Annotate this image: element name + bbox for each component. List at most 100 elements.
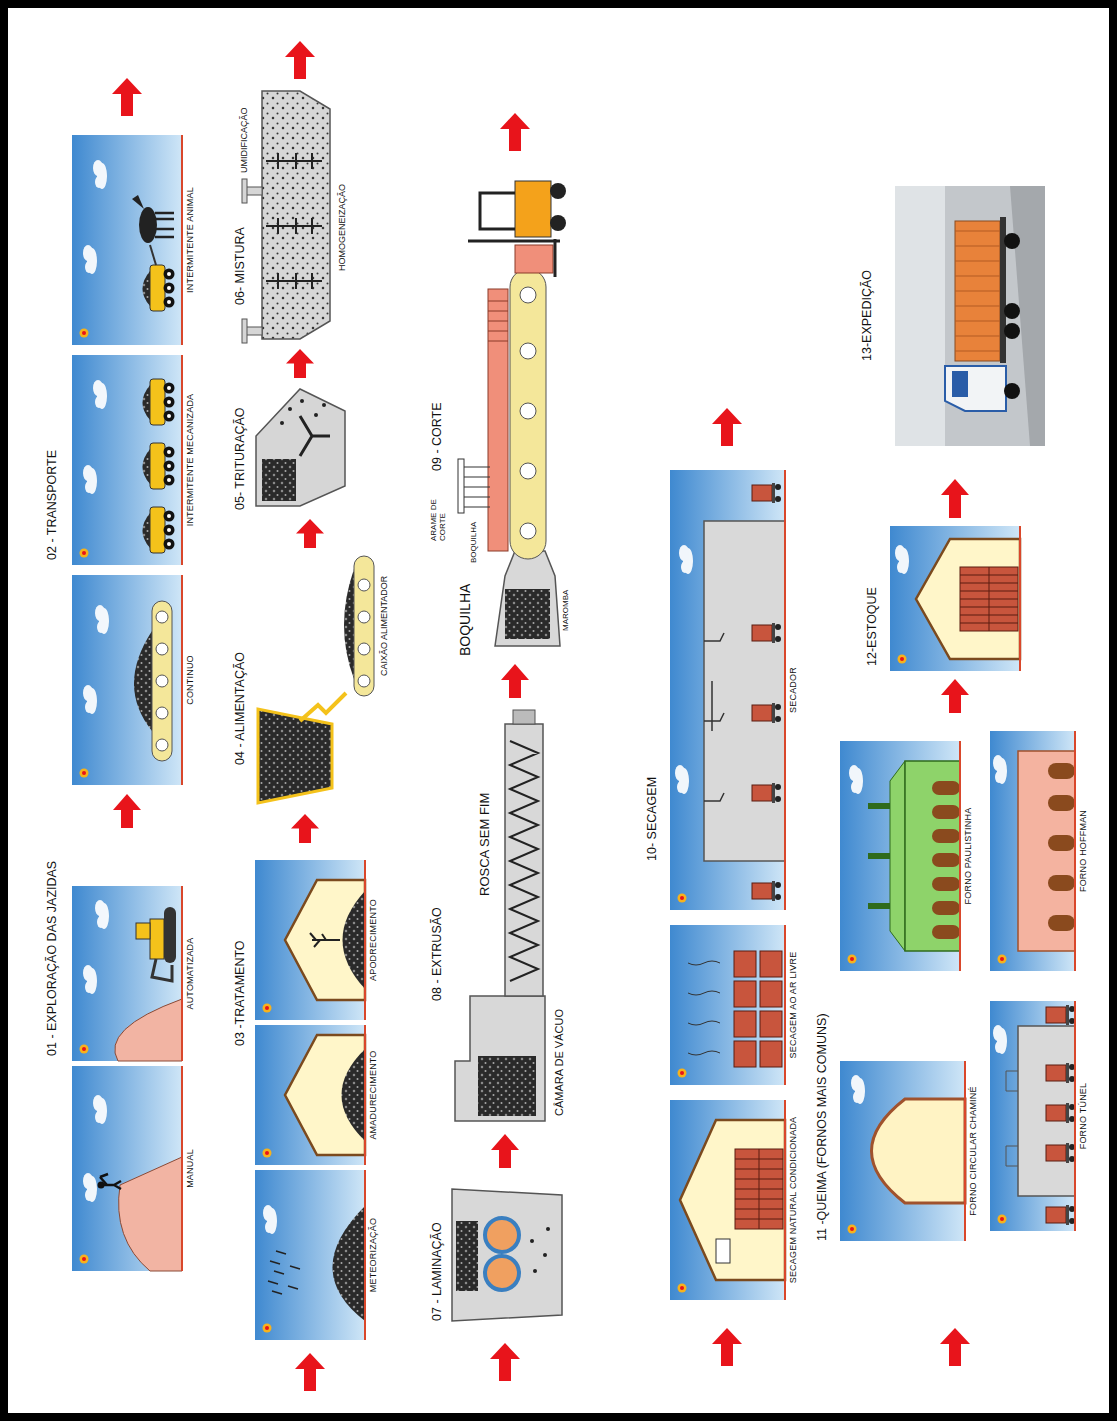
extruder-part — [510, 741, 538, 981]
flow-arrow — [291, 814, 319, 843]
panel-caption: AMADURECIMENTO — [368, 1025, 379, 1165]
open-air-drying-scene-part — [670, 925, 785, 1085]
step-heading: 04 - ALIMENTAÇÃO — [233, 652, 248, 765]
rotting-scene-part — [310, 933, 340, 947]
panel-caption: SECAGEM NATURAL CONDICIONADA — [788, 1100, 799, 1300]
paulistinha-kiln-scene-part — [840, 741, 960, 971]
animal-cart-scene-part — [80, 329, 89, 338]
feeder-box — [258, 556, 374, 803]
crusher-part — [288, 407, 292, 411]
belt-conveyor-scene-part — [72, 575, 182, 785]
automated-mining-scene-part — [115, 999, 182, 1061]
belt-conveyor-scene-part — [152, 601, 172, 761]
trucks-scene-part — [143, 379, 175, 425]
paulistinha-kiln-scene-part — [959, 741, 961, 971]
step-heading: 05- TRITURAÇÃO — [233, 407, 248, 510]
row-arrows-part — [712, 1328, 742, 1366]
dryer-scene — [670, 470, 785, 910]
dryer-scene-part — [670, 470, 785, 910]
maturing-scene — [255, 1025, 365, 1165]
panel-caption: FORNO TÚNEL — [1078, 1001, 1089, 1231]
process-step: 12-ESTOQUE — [860, 521, 1030, 676]
crusher-part — [280, 421, 284, 425]
paulistinha-kiln-scene-part — [905, 761, 960, 951]
belt-conveyor-scene-part — [83, 685, 97, 714]
mixer — [242, 91, 330, 343]
stage-panel: CONTINUO — [72, 575, 196, 785]
feeder-box-part — [358, 579, 370, 591]
step-heading: 09 - CORTE — [430, 402, 445, 471]
open-air-drying-scene-part — [784, 925, 786, 1085]
part-label: ARAME DE CORTE — [430, 486, 448, 541]
tunnel-kiln-scene-part — [1006, 1071, 1018, 1166]
rolling-mill-part — [452, 1189, 562, 1321]
maturing-scene-part — [342, 1049, 366, 1141]
part-label: UMIDIFICAÇÃO — [240, 107, 250, 173]
process-step: 04 - ALIMENTAÇÃO — [228, 551, 400, 811]
frame — [4, 4, 1113, 1417]
animal-cart-scene-part — [139, 207, 157, 243]
process-step: 05- TRITURAÇÃO — [228, 381, 368, 516]
process-step: 10- SECAGEMSECAGEM NATURAL CONDICIONADAS… — [640, 461, 808, 1311]
conditioned-drying-scene-part — [735, 1149, 783, 1229]
rotting-scene-part — [263, 1004, 272, 1013]
process-step: 11 -QUEIMA (FORNOS MAIS COMUNS)FORNO CIR… — [810, 716, 1105, 1311]
forklift — [468, 181, 566, 277]
automated-mining-scene-part — [136, 923, 150, 939]
cutter-part — [458, 459, 464, 513]
panel-caption: APODRECIMENTO — [368, 860, 379, 1020]
trucks-scene-part — [143, 507, 175, 553]
part-label: HOMOGENEIZAÇÃO — [338, 184, 348, 271]
circular-kiln-scene-part — [851, 1075, 865, 1104]
hoffman-kiln-scene-part — [990, 731, 1075, 971]
paulistinha-kiln-scene-part — [932, 853, 960, 867]
step-heading: 07 - LAMINAÇÃO — [430, 1222, 445, 1321]
stage-panel: APODRECIMENTO — [255, 860, 379, 1020]
rotting-scene-part — [364, 860, 366, 1020]
open-air-drying-scene-part — [734, 1011, 756, 1037]
flow-arrow — [941, 679, 969, 713]
cutter-part — [520, 523, 536, 539]
step-heading: 12-ESTOQUE — [865, 587, 880, 666]
paulistinha-kiln-scene — [840, 741, 960, 971]
automated-mining-scene-part — [83, 965, 97, 994]
open-air-drying-scene-part — [678, 1069, 687, 1078]
flow-arrow — [113, 794, 141, 828]
stage-panel: INTERMITENTE MECANIZADA — [72, 355, 196, 565]
animal-cart-scene-part — [150, 245, 156, 265]
trucks-scene — [72, 355, 182, 565]
stage-panel: SECAGEM AO AR LIVRE — [670, 925, 799, 1085]
cutter-part — [520, 287, 536, 303]
paulistinha-kiln-scene-part — [932, 805, 960, 819]
crusher-part — [256, 389, 345, 506]
belt-conveyor-scene-part — [181, 575, 183, 785]
row-arrows-part — [112, 78, 142, 116]
rotting-scene-part — [343, 891, 366, 989]
panel-caption: CONTINUO — [185, 575, 196, 785]
manual-mining-scene-part — [93, 1095, 107, 1124]
stage-panel: SECADOR — [670, 470, 799, 910]
open-air-drying-scene — [670, 925, 785, 1085]
weathering-scene-part — [263, 1205, 277, 1234]
process-step: 07 - LAMINAÇÃO — [425, 1171, 570, 1331]
cutter-part — [464, 467, 490, 507]
step-heading: 02 - TRANSPORTE — [45, 450, 60, 560]
process-step: 03 -TRATAMENTOMETEORIZAÇÃOAMADURECIMENTO… — [228, 846, 398, 1346]
tunnel-kiln-scene-part — [1046, 1205, 1075, 1225]
storage-scene-part — [960, 567, 1018, 631]
weathering-scene-part — [333, 1206, 366, 1321]
row-arrows-part — [712, 408, 742, 446]
mixer-part — [266, 153, 322, 289]
conditioned-drying-scene-part — [735, 1149, 783, 1229]
animal-cart-scene — [72, 135, 182, 345]
hoffman-kiln-scene-part — [1074, 731, 1076, 971]
shipping-photo-part — [1004, 383, 1020, 399]
weathering-scene-part — [255, 1170, 365, 1340]
panel-caption: INTERMITENTE ANIMAL — [185, 135, 196, 345]
shipping-photo-part — [955, 221, 1000, 361]
rolling-mill-part — [485, 1256, 519, 1290]
stage-panel: FORNO TÚNEL — [990, 1001, 1089, 1231]
label-holder: UMIDIFICAÇÃO — [240, 107, 250, 173]
dryer-scene-part — [752, 783, 781, 803]
manual-mining-scene — [72, 1066, 182, 1271]
